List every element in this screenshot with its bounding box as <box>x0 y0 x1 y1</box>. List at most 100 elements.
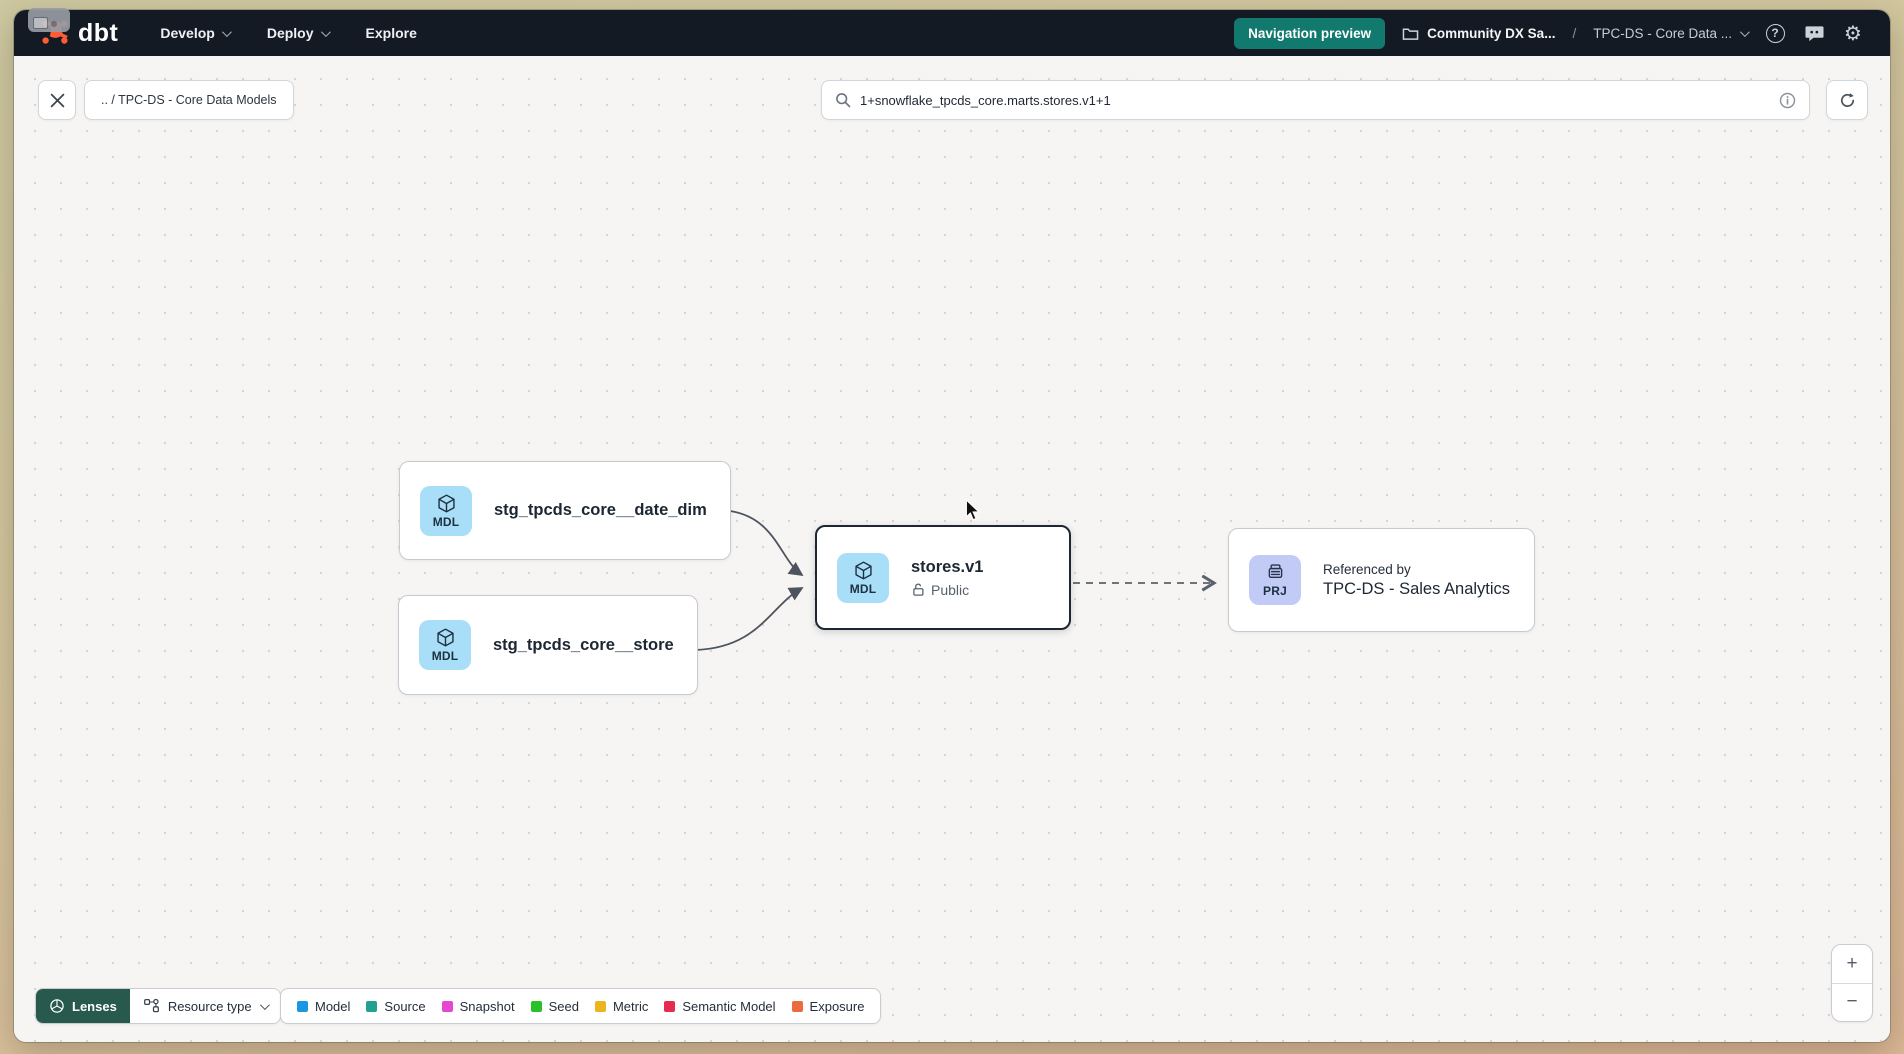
model-badge: MDL <box>419 620 471 670</box>
node-store[interactable]: MDL stg_tpcds_core__store <box>398 595 698 695</box>
menu-explore[interactable]: Explore <box>366 25 417 41</box>
lineage-canvas[interactable]: .. / TPC-DS - Core Data Models <box>14 56 1890 1042</box>
chevron-down-icon <box>1739 26 1750 37</box>
access-label: Public <box>931 581 970 598</box>
dbt-logo[interactable]: dbt <box>40 18 118 48</box>
resource-type-label: Resource type <box>167 998 252 1014</box>
chevron-down-icon <box>259 999 270 1010</box>
legend-swatch <box>530 1000 542 1012</box>
node-referenced-project[interactable]: PRJ Referenced by TPC-DS - Sales Analyti… <box>1228 528 1535 632</box>
unlock-icon <box>913 583 924 596</box>
resource-legend: Model Source Snapshot Seed Metric Semant… <box>280 988 882 1024</box>
mini-window-icon <box>33 17 48 29</box>
node-label: stores.v1 <box>911 557 984 576</box>
close-lineage-button[interactable] <box>38 80 76 120</box>
lens-icon <box>50 999 64 1013</box>
legend-swatch <box>297 1000 308 1012</box>
legend-item-model: Model <box>297 999 350 1014</box>
legend-label: Seed <box>548 998 579 1014</box>
account-breadcrumb[interactable]: Community DX Sa... <box>1402 26 1555 41</box>
screen-recording-overlay <box>28 8 70 32</box>
cube-icon <box>437 493 455 513</box>
badge-label: PRJ <box>1263 584 1287 598</box>
lineage-search-bar <box>821 80 1810 120</box>
edge-store-to-stores <box>694 587 804 651</box>
navbar-right: Navigation preview Community DX Sa... / … <box>1234 17 1864 49</box>
legend-label: Exposure <box>809 998 865 1014</box>
menu-explore-label: Explore <box>365 25 417 41</box>
search-icon <box>836 93 851 108</box>
node-label: stg_tpcds_core__date_dim <box>494 501 707 519</box>
folder-icon <box>1402 28 1419 40</box>
edge-date-dim-to-stores <box>729 510 804 577</box>
legend-item-seed: Seed <box>530 998 579 1014</box>
top-navbar: dbt Develop Deploy Explore Navigation pr… <box>14 10 1890 56</box>
badge-label: MDL <box>849 581 877 596</box>
zoom-out-button[interactable]: − <box>1832 984 1872 1022</box>
archive-icon <box>1268 564 1282 579</box>
refresh-lineage-button[interactable] <box>1826 80 1868 120</box>
resource-graph-icon <box>143 998 159 1013</box>
referenced-by-label: Referenced by <box>1323 561 1411 577</box>
access-row: Public <box>911 582 983 598</box>
zoom-divider <box>1832 982 1872 984</box>
selector-input[interactable] <box>860 92 1770 108</box>
lenses-button[interactable]: Lenses <box>36 989 130 1023</box>
menu-deploy[interactable]: Deploy <box>266 25 331 41</box>
breadcrumb: .. / TPC-DS - Core Data Models <box>101 93 277 107</box>
model-badge: MDL <box>420 485 472 536</box>
legend-swatch <box>366 1000 378 1012</box>
settings-button[interactable]: ⚙ <box>1842 22 1864 44</box>
dbt-app-window: dbt Develop Deploy Explore Navigation pr… <box>14 10 1890 1042</box>
legend-item-exposure: Exposure <box>791 998 865 1014</box>
breadcrumb-separator: / <box>1572 25 1577 41</box>
navigation-preview-button[interactable]: Navigation preview <box>1234 17 1386 49</box>
project-badge: PRJ <box>1249 555 1301 605</box>
cube-icon <box>854 560 872 580</box>
legend-label: Metric <box>612 998 649 1014</box>
legend-swatch <box>594 1000 606 1012</box>
mini-dot-icon <box>51 21 57 27</box>
legend-item-semantic-model: Semantic Model <box>664 998 776 1014</box>
help-button[interactable]: ? <box>1764 22 1786 44</box>
legend-label: Semantic Model <box>682 998 776 1014</box>
legend-label: Snapshot <box>459 998 515 1014</box>
lineage-breadcrumb-chip[interactable]: .. / TPC-DS - Core Data Models <box>84 80 294 120</box>
node-label: TPC-DS - Sales Analytics <box>1323 579 1511 598</box>
project-selector[interactable]: TPC-DS - Core Data ... <box>1593 25 1750 41</box>
dbt-logo-text: dbt <box>78 18 119 47</box>
badge-label: MDL <box>432 514 460 529</box>
resource-type-dropdown[interactable]: Resource type <box>129 989 280 1023</box>
chevron-down-icon <box>320 26 331 37</box>
legend-swatch <box>441 1000 453 1012</box>
refresh-icon <box>1840 92 1854 107</box>
legend-swatch <box>664 1000 676 1012</box>
project-name: TPC-DS - Core Data ... <box>1593 25 1732 41</box>
legend-label: Model <box>315 998 351 1014</box>
legend-item-snapshot: Snapshot <box>441 998 515 1014</box>
account-name: Community DX Sa... <box>1427 25 1556 41</box>
lenses-label: Lenses <box>72 998 117 1014</box>
node-stores-v1[interactable]: MDL stores.v1 Public <box>815 525 1071 630</box>
menu-develop-label: Develop <box>160 25 215 41</box>
feedback-button[interactable] <box>1803 22 1825 44</box>
legend-swatch <box>791 1000 803 1012</box>
menu-develop[interactable]: Develop <box>160 25 232 41</box>
close-icon <box>50 93 64 107</box>
legend-item-metric: Metric <box>594 998 649 1014</box>
help-icon: ? <box>1765 23 1785 43</box>
zoom-controls: + − <box>1831 944 1873 1022</box>
badge-label: MDL <box>431 649 459 663</box>
gear-icon: ⚙ <box>1844 21 1862 45</box>
zoom-in-button[interactable]: + <box>1832 945 1872 983</box>
node-date-dim[interactable]: MDL stg_tpcds_core__date_dim <box>399 461 731 560</box>
legend-item-source: Source <box>366 998 426 1014</box>
cube-icon <box>436 628 454 647</box>
legend-label: Source <box>384 998 426 1014</box>
info-icon[interactable] <box>1779 92 1796 109</box>
chat-bubble-icon <box>1804 25 1824 41</box>
mouse-cursor <box>965 499 981 521</box>
chevron-down-icon <box>221 26 232 37</box>
model-badge: MDL <box>837 552 889 603</box>
menu-deploy-label: Deploy <box>266 25 314 41</box>
